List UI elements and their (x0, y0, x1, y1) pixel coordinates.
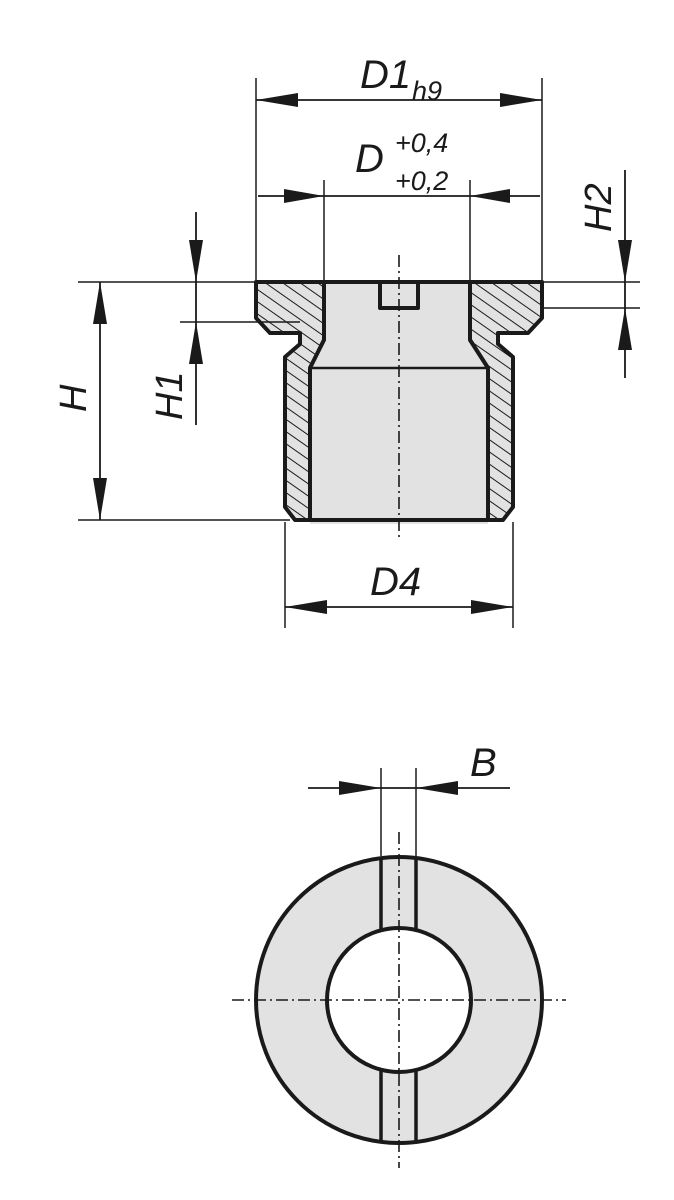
dim-d: D +0,4 +0,2 (258, 128, 540, 280)
label-d-tol-lower: +0,2 (395, 166, 448, 196)
section-view: D1 h9 D +0,4 +0,2 H2 (53, 53, 640, 628)
dim-d4: D4 (284, 522, 514, 628)
dim-h: H (53, 281, 290, 521)
label-h1: H1 (149, 371, 191, 420)
label-d-tol-upper: +0,4 (395, 128, 448, 158)
top-view: B (232, 741, 566, 1168)
dim-h2: H2 (542, 170, 640, 378)
label-h: H (53, 384, 95, 412)
label-b: B (470, 741, 497, 785)
dim-b: B (308, 741, 510, 856)
label-d1: D1 (360, 53, 411, 97)
label-h2: H2 (578, 183, 620, 232)
label-d: D (355, 137, 384, 181)
label-d4: D4 (370, 560, 421, 604)
dim-d1: D1 h9 (255, 53, 543, 280)
dim-h1: H1 (149, 212, 300, 425)
label-d1-tolerance: h9 (412, 76, 442, 106)
